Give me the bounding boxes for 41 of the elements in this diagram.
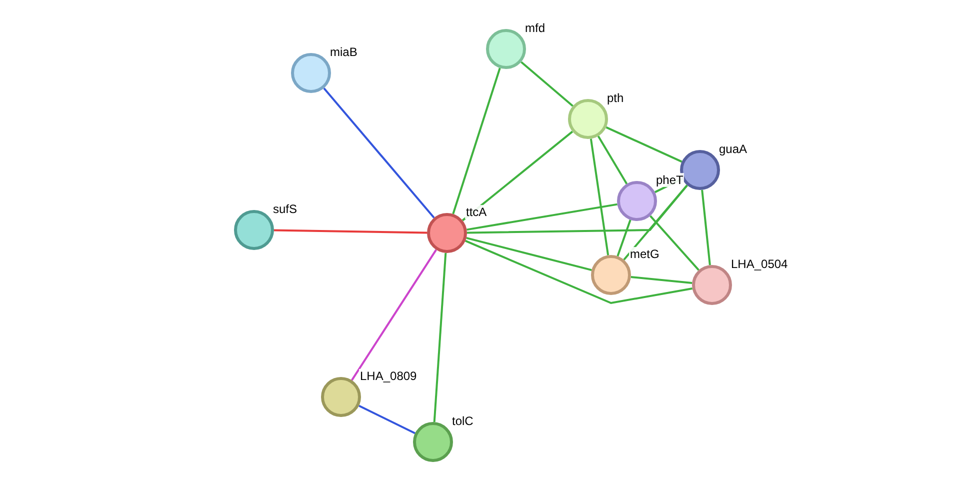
connector-line — [597, 136, 628, 184]
protein-node — [321, 377, 361, 417]
connector-line — [452, 68, 501, 214]
protein-node — [568, 99, 608, 139]
connector-line — [433, 252, 447, 422]
protein-node — [617, 181, 657, 221]
node-label: metG — [629, 247, 660, 261]
connector-line — [701, 190, 711, 266]
protein-node — [591, 255, 631, 295]
connector-line — [520, 61, 574, 107]
protein-node — [291, 53, 331, 93]
node-label: mfd — [524, 21, 546, 35]
protein-node — [413, 422, 453, 462]
connector-line — [462, 130, 574, 222]
connector-line — [351, 249, 437, 381]
node-label: LHA_0809 — [359, 369, 418, 383]
protein-node — [486, 29, 526, 69]
node-label: tolC — [451, 414, 474, 428]
connector-line — [466, 237, 592, 271]
connector-line — [630, 276, 692, 284]
node-label: miaB — [329, 45, 358, 59]
connector-line — [590, 138, 610, 256]
node-label: pth — [606, 91, 625, 105]
connector-line — [274, 229, 428, 234]
connector-line — [358, 404, 416, 434]
connector-line — [616, 220, 632, 256]
node-label: pheT — [655, 173, 684, 187]
node-label: LHA_0504 — [730, 257, 789, 271]
connector-line — [606, 126, 682, 163]
connector-line — [650, 215, 700, 271]
protein-node — [234, 210, 274, 250]
connector-line — [466, 184, 688, 234]
connector-line — [466, 203, 618, 231]
connector-line — [465, 240, 692, 304]
node-label: guaA — [718, 142, 748, 156]
protein-node — [427, 213, 467, 253]
connector-line — [323, 88, 435, 218]
protein-node — [692, 265, 732, 305]
node-label: ttcA — [465, 205, 488, 219]
node-label: sufS — [272, 202, 298, 216]
connector-line — [623, 184, 688, 260]
